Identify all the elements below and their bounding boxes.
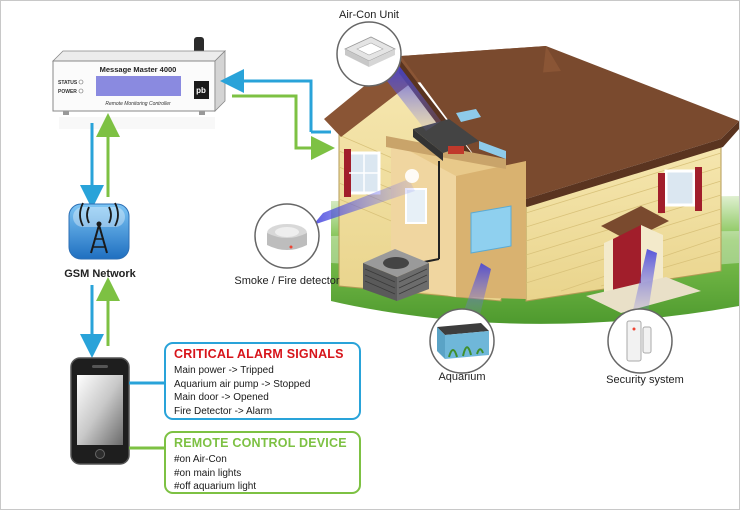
gsm-network-label: GSM Network	[64, 268, 136, 280]
power-led	[78, 88, 84, 94]
gsm-network-icon	[68, 202, 130, 260]
mobile-phone	[70, 357, 130, 465]
aquarium-device: Aquarium	[429, 308, 495, 383]
smoke-beam	[313, 179, 415, 225]
controller-title: Message Master 4000	[100, 65, 177, 74]
aquarium-label: Aquarium	[438, 371, 485, 383]
controller-subtitle: Remote Monitoring Controller	[105, 101, 171, 107]
alarm-line: Main power -> Tripped	[174, 365, 274, 376]
house-illustration	[324, 46, 739, 313]
ceiling-light	[405, 169, 419, 183]
aircon-beam	[373, 63, 441, 131]
pb-logo	[194, 81, 209, 99]
critical-alarm-box: CRITICAL ALARM SIGNALS Main power -> Tri…	[164, 342, 361, 420]
aircon-device: Air-Con Unit	[336, 9, 402, 87]
security-device: Security system	[606, 308, 684, 386]
alarm-box-title: CRITICAL ALARM SIGNALS	[174, 347, 344, 361]
smoke-label: Smoke / Fire detector	[234, 275, 339, 287]
power-label: POWER	[58, 89, 77, 95]
smoke-detector: Smoke / Fire detector	[234, 203, 340, 287]
controller-device: Message Master 4000 STATUS POWER Remote …	[52, 37, 226, 129]
status-label: STATUS	[58, 80, 78, 86]
arrow-house-to-controller	[220, 69, 313, 132]
alarm-line: Aquarium air pump -> Stopped	[174, 378, 311, 390]
security-beam	[631, 249, 657, 319]
remote-line: #off aquarium light	[174, 481, 257, 493]
remote-control-box: REMOTE CONTROL DEVICE #on Air-Con #on ma…	[164, 431, 361, 494]
svg-text:pb: pb	[196, 86, 206, 95]
status-led	[78, 79, 84, 85]
remote-line: #on Air-Con	[174, 454, 227, 465]
alarm-line: Main door -> Opened	[174, 392, 269, 404]
aquarium-beam	[461, 263, 491, 319]
remote-box-title: REMOTE CONTROL DEVICE	[174, 436, 347, 450]
aircon-label: Air-Con Unit	[339, 9, 399, 21]
outdoor-ac-unit	[363, 249, 429, 301]
security-label: Security system	[606, 374, 684, 386]
arrow-controller-to-house	[232, 94, 335, 160]
alarm-line: Fire Detector -> Alarm	[174, 405, 273, 417]
remote-line: #on main lights	[174, 467, 242, 479]
